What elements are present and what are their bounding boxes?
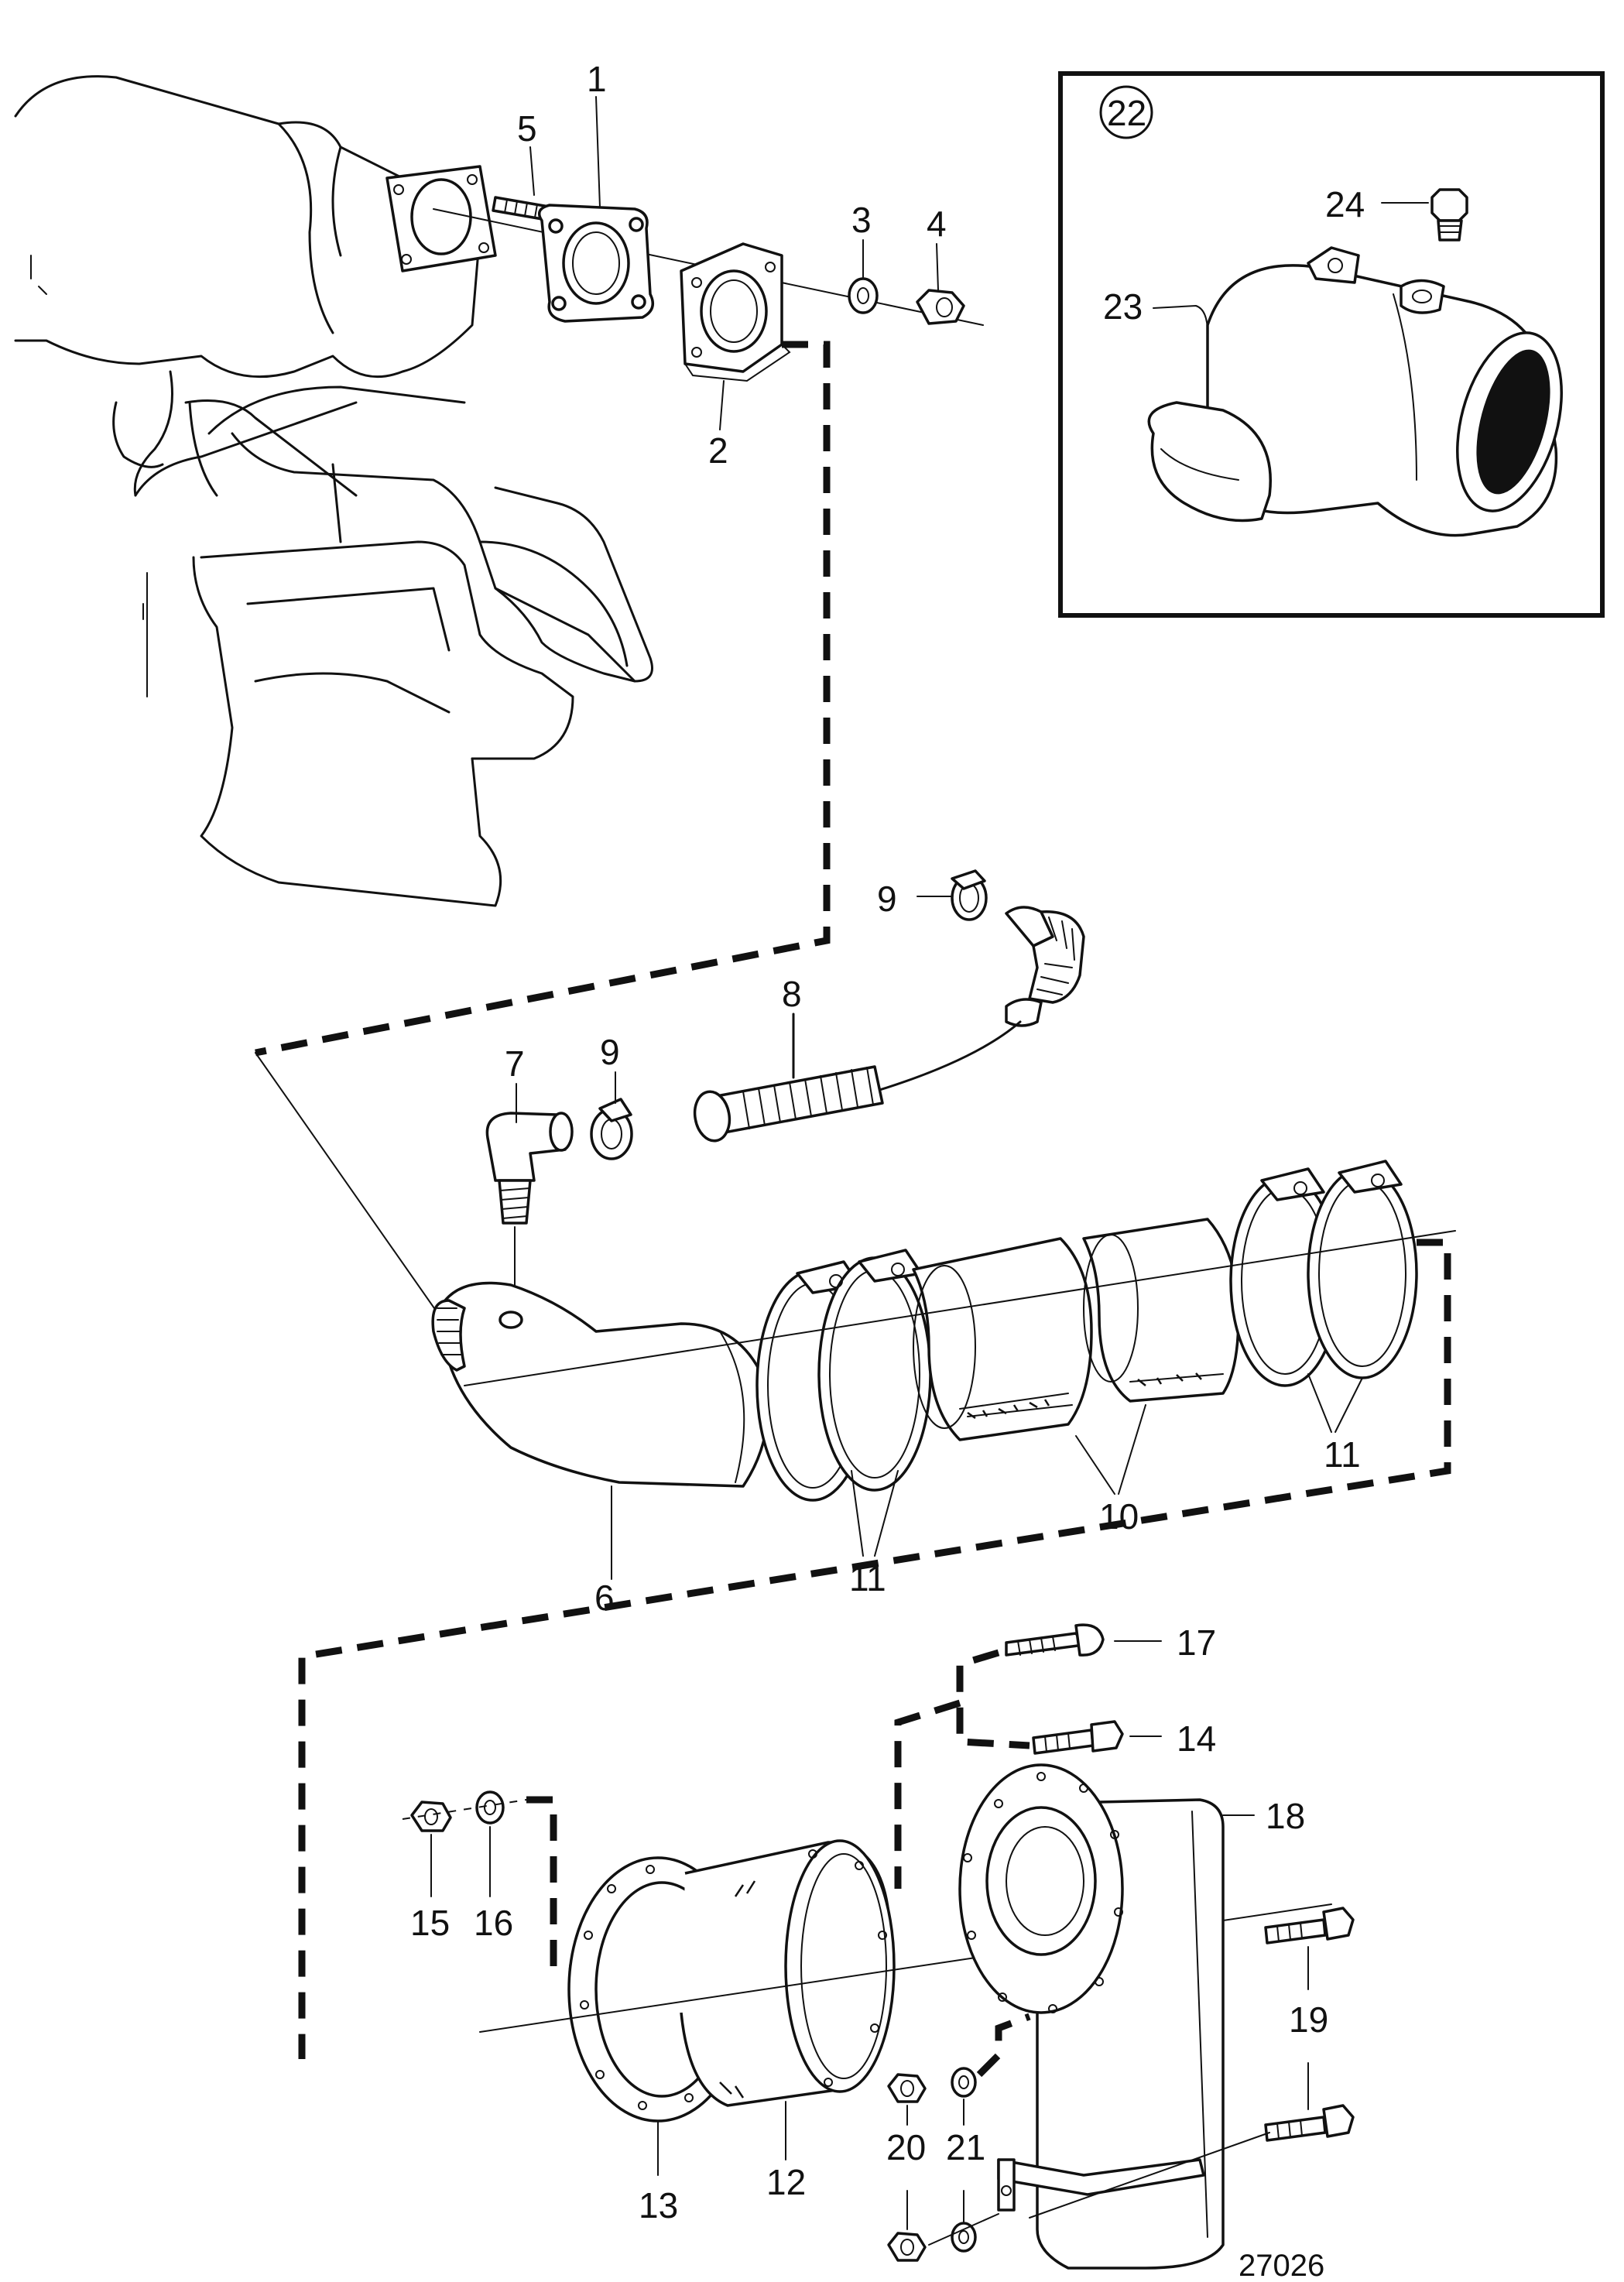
hose-upper-end bbox=[1005, 906, 1085, 1027]
nut-part-4 bbox=[916, 289, 965, 325]
label-part-20: 20 bbox=[886, 2127, 926, 2167]
corrugated-hose-part-8 bbox=[693, 1013, 884, 1143]
label-part-12: 12 bbox=[766, 2162, 806, 2202]
label-part-11-right: 11 bbox=[1324, 1434, 1361, 1475]
nut-part-20-lower bbox=[887, 2232, 927, 2262]
connector-middle-to-bottom bbox=[298, 1239, 1451, 2059]
hose-clamp-part-9-upper bbox=[951, 869, 988, 921]
label-part-23: 23 bbox=[1103, 286, 1143, 327]
label-part-4: 4 bbox=[927, 204, 947, 244]
adapter-flange-part-1 bbox=[537, 204, 655, 323]
rubber-sleeves-part-10 bbox=[912, 1218, 1240, 1441]
hose-clamps-part-11-right bbox=[1229, 1160, 1418, 1387]
label-part-8: 8 bbox=[782, 974, 802, 1014]
label-part-2: 2 bbox=[708, 430, 728, 471]
hose-clamp-part-9-lower bbox=[590, 1098, 633, 1160]
pipe-section-part-12 bbox=[680, 1839, 896, 2107]
label-part-7: 7 bbox=[505, 1043, 525, 1084]
label-part-22: 22 bbox=[1107, 93, 1146, 133]
label-part-13: 13 bbox=[639, 2185, 678, 2225]
nut-part-20-upper bbox=[887, 2073, 927, 2103]
washer-part-16 bbox=[475, 1790, 505, 1825]
connector-top-to-elbow bbox=[255, 341, 831, 1057]
label-part-1: 1 bbox=[587, 59, 607, 99]
label-part-14: 14 bbox=[1177, 1718, 1216, 1759]
label-part-9-upper: 9 bbox=[877, 879, 897, 919]
plug-part-24 bbox=[1430, 188, 1468, 242]
washer-part-3 bbox=[848, 277, 879, 314]
hose-clamps-part-11-left bbox=[755, 1249, 932, 1502]
exhaust-elbow-part-23 bbox=[1147, 246, 1563, 537]
label-part-3: 3 bbox=[851, 200, 872, 240]
label-part-16: 16 bbox=[474, 1903, 513, 1943]
label-part-5: 5 bbox=[517, 108, 537, 149]
screw-part-17 bbox=[1005, 1623, 1105, 1657]
label-part-9-lower: 9 bbox=[600, 1032, 620, 1072]
exhaust-elbow-part-6 bbox=[431, 1281, 769, 1488]
bolt-part-19-lower bbox=[1264, 2104, 1355, 2142]
label-part-15: 15 bbox=[410, 1903, 450, 1943]
label-part-19: 19 bbox=[1289, 1999, 1328, 2040]
label-part-10: 10 bbox=[1099, 1496, 1139, 1537]
nut-part-15 bbox=[410, 1801, 452, 1832]
elbow-fitting-part-7 bbox=[485, 1112, 574, 1225]
exhaust-riser-part-18 bbox=[958, 1763, 1225, 2270]
flange-plate-part-2 bbox=[680, 242, 791, 382]
label-part-18: 18 bbox=[1266, 1796, 1305, 1836]
reference-number: 27026 bbox=[1239, 2249, 1324, 2282]
engine-exhaust-port bbox=[385, 165, 497, 272]
bolt-part-19-upper bbox=[1264, 1907, 1355, 1944]
inset-box-part-22: 22 24 23 bbox=[1058, 71, 1605, 618]
label-part-21: 21 bbox=[946, 2127, 985, 2167]
label-part-24: 24 bbox=[1325, 184, 1365, 224]
label-part-6: 6 bbox=[594, 1578, 615, 1618]
washer-part-21-upper bbox=[951, 2067, 977, 2098]
washer-part-21-lower bbox=[951, 2222, 977, 2253]
connecting-pipe bbox=[873, 1020, 1022, 1093]
label-part-17: 17 bbox=[1177, 1622, 1216, 1663]
engine-block bbox=[14, 75, 653, 907]
bolt-part-14 bbox=[1032, 1720, 1124, 1755]
